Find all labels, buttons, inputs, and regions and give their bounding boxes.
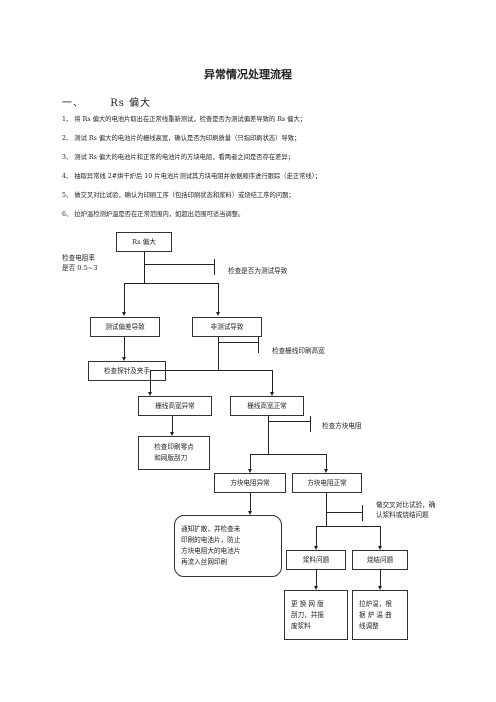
step-3: 3、 测试 Rs 偏大的电池片和正常的电池片的方块电阻，看两者之间是否存在差异； <box>62 154 295 161</box>
connector <box>326 512 362 513</box>
connector <box>258 337 259 353</box>
step-5: 5、 做交叉对比试验，确认为印刷工序（包括印刷状态和浆料）或烧结工序的问题； <box>62 192 295 199</box>
arrow-down-icon <box>169 432 174 436</box>
connector <box>218 337 219 370</box>
note-cross: 做交叉对比试验，确 认浆料或烧结问题 <box>376 500 435 520</box>
connector <box>124 283 125 313</box>
connector <box>362 505 363 521</box>
arrow-down-icon <box>121 357 126 361</box>
connector <box>380 570 381 588</box>
connector <box>316 526 380 527</box>
connector <box>218 283 219 313</box>
sheet-abnormal-box: 方块电阻异常 <box>214 473 286 493</box>
furnace-line-1: 拉炉温，根 <box>359 599 392 608</box>
arrow-down-icon <box>269 392 274 396</box>
arrow-down-icon <box>313 546 318 550</box>
check-print-line-2: 和网版刮刀 <box>154 454 188 462</box>
replace-line-3: 废浆料 <box>291 621 311 630</box>
arrow-down-icon <box>147 392 152 396</box>
connector <box>250 454 251 471</box>
grid-normal-box: 栅线高宽正常 <box>230 396 304 416</box>
arrow-down-icon <box>247 469 252 473</box>
connector <box>124 337 125 359</box>
paste-issue-box: 浆料问题 <box>286 550 346 570</box>
note-test: 检查是否为测试导致 <box>228 267 288 275</box>
connector <box>150 370 272 371</box>
grid-abnormal-box: 栅线高宽异常 <box>138 396 212 416</box>
arrow-down-icon <box>323 469 328 473</box>
section-number: 一、 <box>62 98 84 109</box>
sinter-issue-box: 烧结问题 <box>352 550 408 570</box>
connector <box>144 264 214 265</box>
furnace-line-3: 线调整 <box>359 621 379 630</box>
note-grid: 检查栅线印刷高宽 <box>272 347 325 355</box>
page-title: 异常情况处理流程 <box>204 68 292 81</box>
note-sheet: 检查方块电阻 <box>322 422 362 430</box>
connector <box>268 416 269 454</box>
replace-screen-box: 更 换 网 版 刮刀，并报 废浆料 <box>284 590 348 640</box>
arrow-down-icon <box>377 546 382 550</box>
connector <box>268 421 310 422</box>
note-resistivity-line-2: 是否 0.5~3 <box>62 264 98 272</box>
connector <box>272 370 273 394</box>
step-1: 1、 将 Rs 偏大的电池片取出在正常线重新测试，检查是否为测试偏差导致的 Rs… <box>62 116 307 123</box>
note-resistivity-line-1: 检查电阻率 <box>62 254 95 262</box>
connector <box>150 370 151 394</box>
step-2: 2、 测试 Rs 偏大的电池片的栅线高宽，确认是否为印刷质量（只指印刷状态）导致… <box>62 135 301 142</box>
connector <box>326 454 327 471</box>
notify-box: 通知扩散，并检查未 印刷的电池片，防止 方块电阻大的电池片 再流入丝网印刷 <box>174 515 282 577</box>
note-cross-line-2: 认浆料或烧结问题 <box>376 511 429 519</box>
section-title: Rs 偏大 <box>110 98 152 109</box>
note-cross-line-1: 做交叉对比试验，确 <box>376 501 436 509</box>
notify-line-3: 方块电阻大的电池片 <box>181 547 241 555</box>
not-test-box: 非测试导致 <box>192 317 262 337</box>
step-6: 6、 拉炉温检测炉温是否在正常范围内，如超出范围可适当调整。 <box>62 211 245 218</box>
check-print-line-1: 检查印刷零点 <box>154 443 194 451</box>
connector <box>218 342 258 343</box>
connector <box>316 526 317 548</box>
replace-line-1: 更 换 网 版 <box>291 599 324 608</box>
check-probe-box: 检查探针及夹手 <box>88 361 166 381</box>
connector <box>250 493 251 513</box>
connector <box>144 252 145 283</box>
furnace-adjust-box: 拉炉温，根 据 炉 温 曲 线调整 <box>352 590 408 640</box>
note-resistivity: 检查电阻率 是否 0.5~3 <box>62 253 98 273</box>
furnace-line-2: 据 炉 温 曲 <box>359 610 392 619</box>
test-deviation-box: 测试偏差导致 <box>90 317 160 337</box>
connector <box>380 526 381 548</box>
arrow-down-icon <box>313 586 318 590</box>
start-box: Rs 偏大 <box>116 232 172 252</box>
connector <box>124 283 218 284</box>
connector <box>214 259 215 275</box>
notify-line-2: 印刷的电池片，防止 <box>181 536 241 544</box>
replace-line-2: 刮刀，并报 <box>291 610 324 619</box>
section-heading: 一、 Rs 偏大 <box>62 94 151 109</box>
arrow-down-icon <box>215 312 220 316</box>
connector <box>316 570 317 588</box>
sheet-normal-box: 方块电阻正常 <box>292 473 362 493</box>
connector <box>250 454 326 455</box>
arrow-down-icon <box>247 511 252 515</box>
connector <box>172 416 173 434</box>
notify-line-4: 再流入丝网印刷 <box>181 558 228 566</box>
arrow-down-icon <box>121 312 126 316</box>
connector <box>326 493 327 526</box>
step-4: 4、 抽取异常线 2#烘干炉后 10 片电池片测试其方块电阻并依据顺序进行跟踪（… <box>62 173 322 180</box>
notify-line-1: 通知扩散，并检查未 <box>181 525 241 533</box>
arrow-down-icon <box>377 586 382 590</box>
connector <box>310 416 311 432</box>
check-print-box: 检查印刷零点 和网版刮刀 <box>138 436 210 470</box>
